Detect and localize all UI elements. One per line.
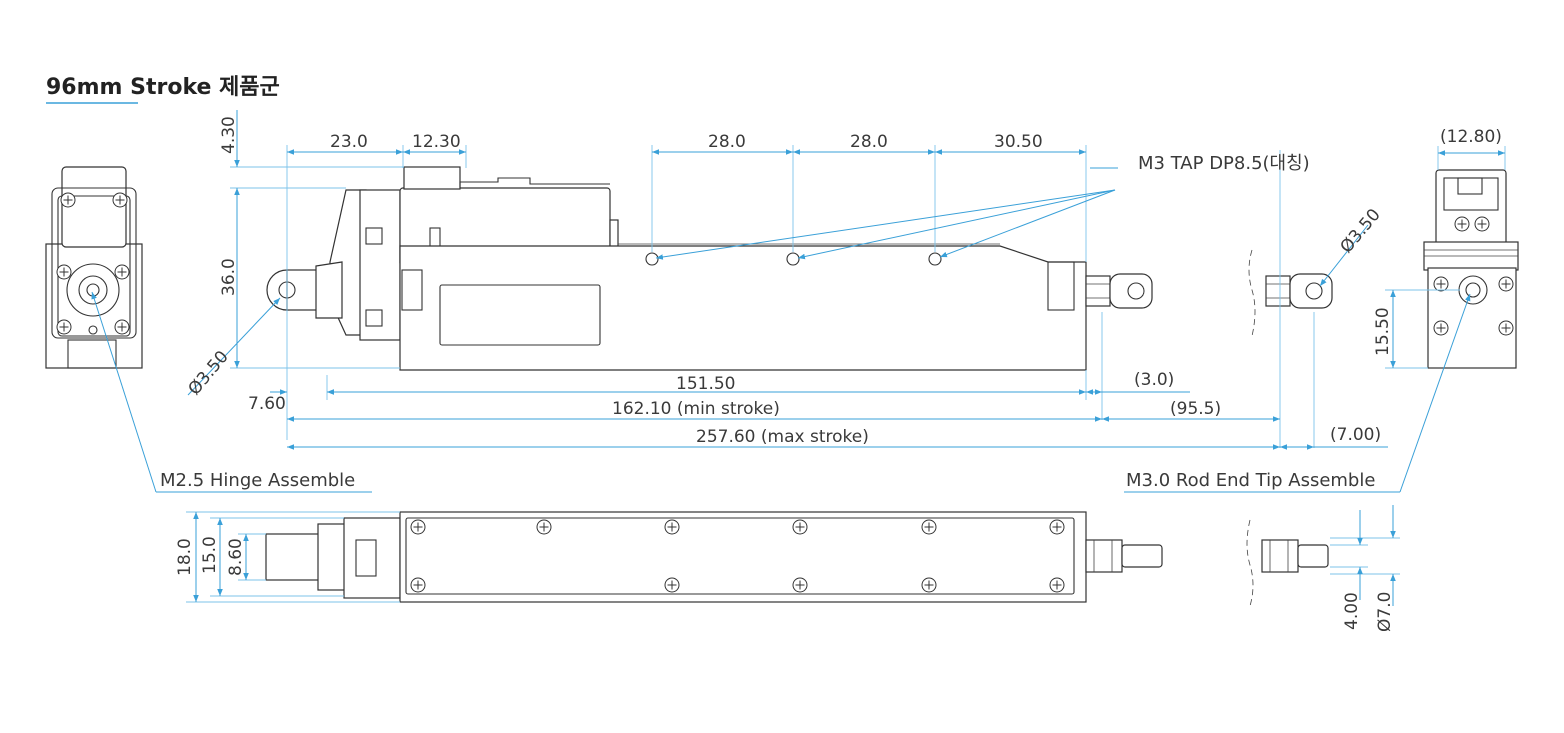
dim-4-30: 4.30 xyxy=(219,116,239,154)
dim-phi-7-0: Ø7.0 xyxy=(1375,592,1395,632)
dim-36-0: 36.0 xyxy=(219,258,239,296)
notes: M3 TAP DP8.5(대칭) M2.5 Hinge Assemble M3.… xyxy=(160,153,1375,491)
note-tap: M3 TAP DP8.5(대칭) xyxy=(1138,153,1310,174)
dim-23-0: 23.0 xyxy=(330,132,368,152)
dim-257-60: 257.60 (max stroke) xyxy=(696,427,869,447)
page-title: 96mm Stroke 제품군 xyxy=(46,75,280,100)
dimension-lines xyxy=(186,110,1506,606)
dim-28-0-b: 28.0 xyxy=(850,132,888,152)
right-end-view xyxy=(1423,169,1519,369)
dim-phi-3-50-right: Ø3.50 xyxy=(1337,205,1385,257)
dim-151-50: 151.50 xyxy=(676,374,735,394)
dim-12-80: (12.80) xyxy=(1440,127,1502,147)
leader-lines xyxy=(91,167,1471,493)
dim-4-00: 4.00 xyxy=(1342,592,1362,630)
dim-18-0: 18.0 xyxy=(175,538,195,576)
dim-95-5: (95.5) xyxy=(1170,399,1221,419)
note-hinge: M2.5 Hinge Assemble xyxy=(160,470,355,491)
dim-162-10: 162.10 (min stroke) xyxy=(612,399,780,419)
bottom-top-view xyxy=(265,511,1163,603)
dim-12-30: 12.30 xyxy=(412,132,461,152)
bottom-rod-detail xyxy=(1246,519,1329,607)
dim-7-60: 7.60 xyxy=(248,394,286,414)
rod-end-detail xyxy=(1248,249,1333,337)
dim-30-50: 30.50 xyxy=(994,132,1043,152)
dim-8-60: 8.60 xyxy=(226,538,246,576)
dim-15-50: 15.50 xyxy=(1373,307,1393,356)
dim-28-0-a: 28.0 xyxy=(708,132,746,152)
dim-3-0: (3.0) xyxy=(1134,370,1174,390)
dim-15-0: 15.0 xyxy=(200,536,220,574)
main-side-view xyxy=(266,166,1153,371)
note-rod-end: M3.0 Rod End Tip Assemble xyxy=(1126,470,1375,491)
dimension-labels: 4.30 23.0 12.30 28.0 28.0 30.50 36.0 Ø3.… xyxy=(175,116,1502,632)
dim-phi-3-50-left: Ø3.50 xyxy=(185,347,233,399)
left-end-view xyxy=(45,166,143,369)
dim-7-00: (7.00) xyxy=(1330,425,1381,445)
